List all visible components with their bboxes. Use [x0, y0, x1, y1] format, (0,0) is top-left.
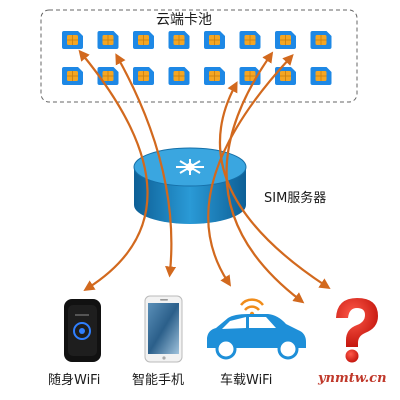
sim-card-icon — [97, 67, 119, 85]
question-mark-icon — [336, 298, 378, 363]
card-pool-title: 云端卡池 — [156, 12, 212, 28]
sim-card-icon — [168, 31, 190, 49]
pocket-wifi-icon — [64, 299, 101, 362]
watermark: ynmtw.cn — [318, 371, 387, 386]
sim-card-icon — [275, 31, 296, 49]
sim-card-icon — [62, 67, 83, 85]
sim-server-label: SIM服务器 — [264, 191, 327, 206]
sim-card-icon — [97, 31, 119, 49]
sim-card-icon — [204, 31, 225, 49]
connection-arrow — [225, 51, 305, 304]
connection-arrow — [115, 53, 177, 278]
smartphone-icon — [144, 295, 183, 363]
sim-card-icon — [310, 31, 332, 49]
connection-arrows — [78, 49, 331, 304]
sim-card-icon — [133, 31, 154, 49]
device-label-pocket-wifi: 随身WiFi — [48, 373, 101, 388]
device-label-smartphone: 智能手机 — [132, 373, 185, 388]
device-label-car-wifi: 车载WiFi — [220, 373, 273, 388]
sim-card-icon — [310, 67, 332, 85]
sim-card-icon — [168, 67, 190, 85]
sim-card-icon — [239, 31, 261, 49]
sim-card-icon — [62, 31, 83, 49]
sim-card-icon — [133, 67, 154, 85]
car-wifi-icon — [207, 298, 306, 360]
sim-card-icon — [204, 67, 225, 85]
